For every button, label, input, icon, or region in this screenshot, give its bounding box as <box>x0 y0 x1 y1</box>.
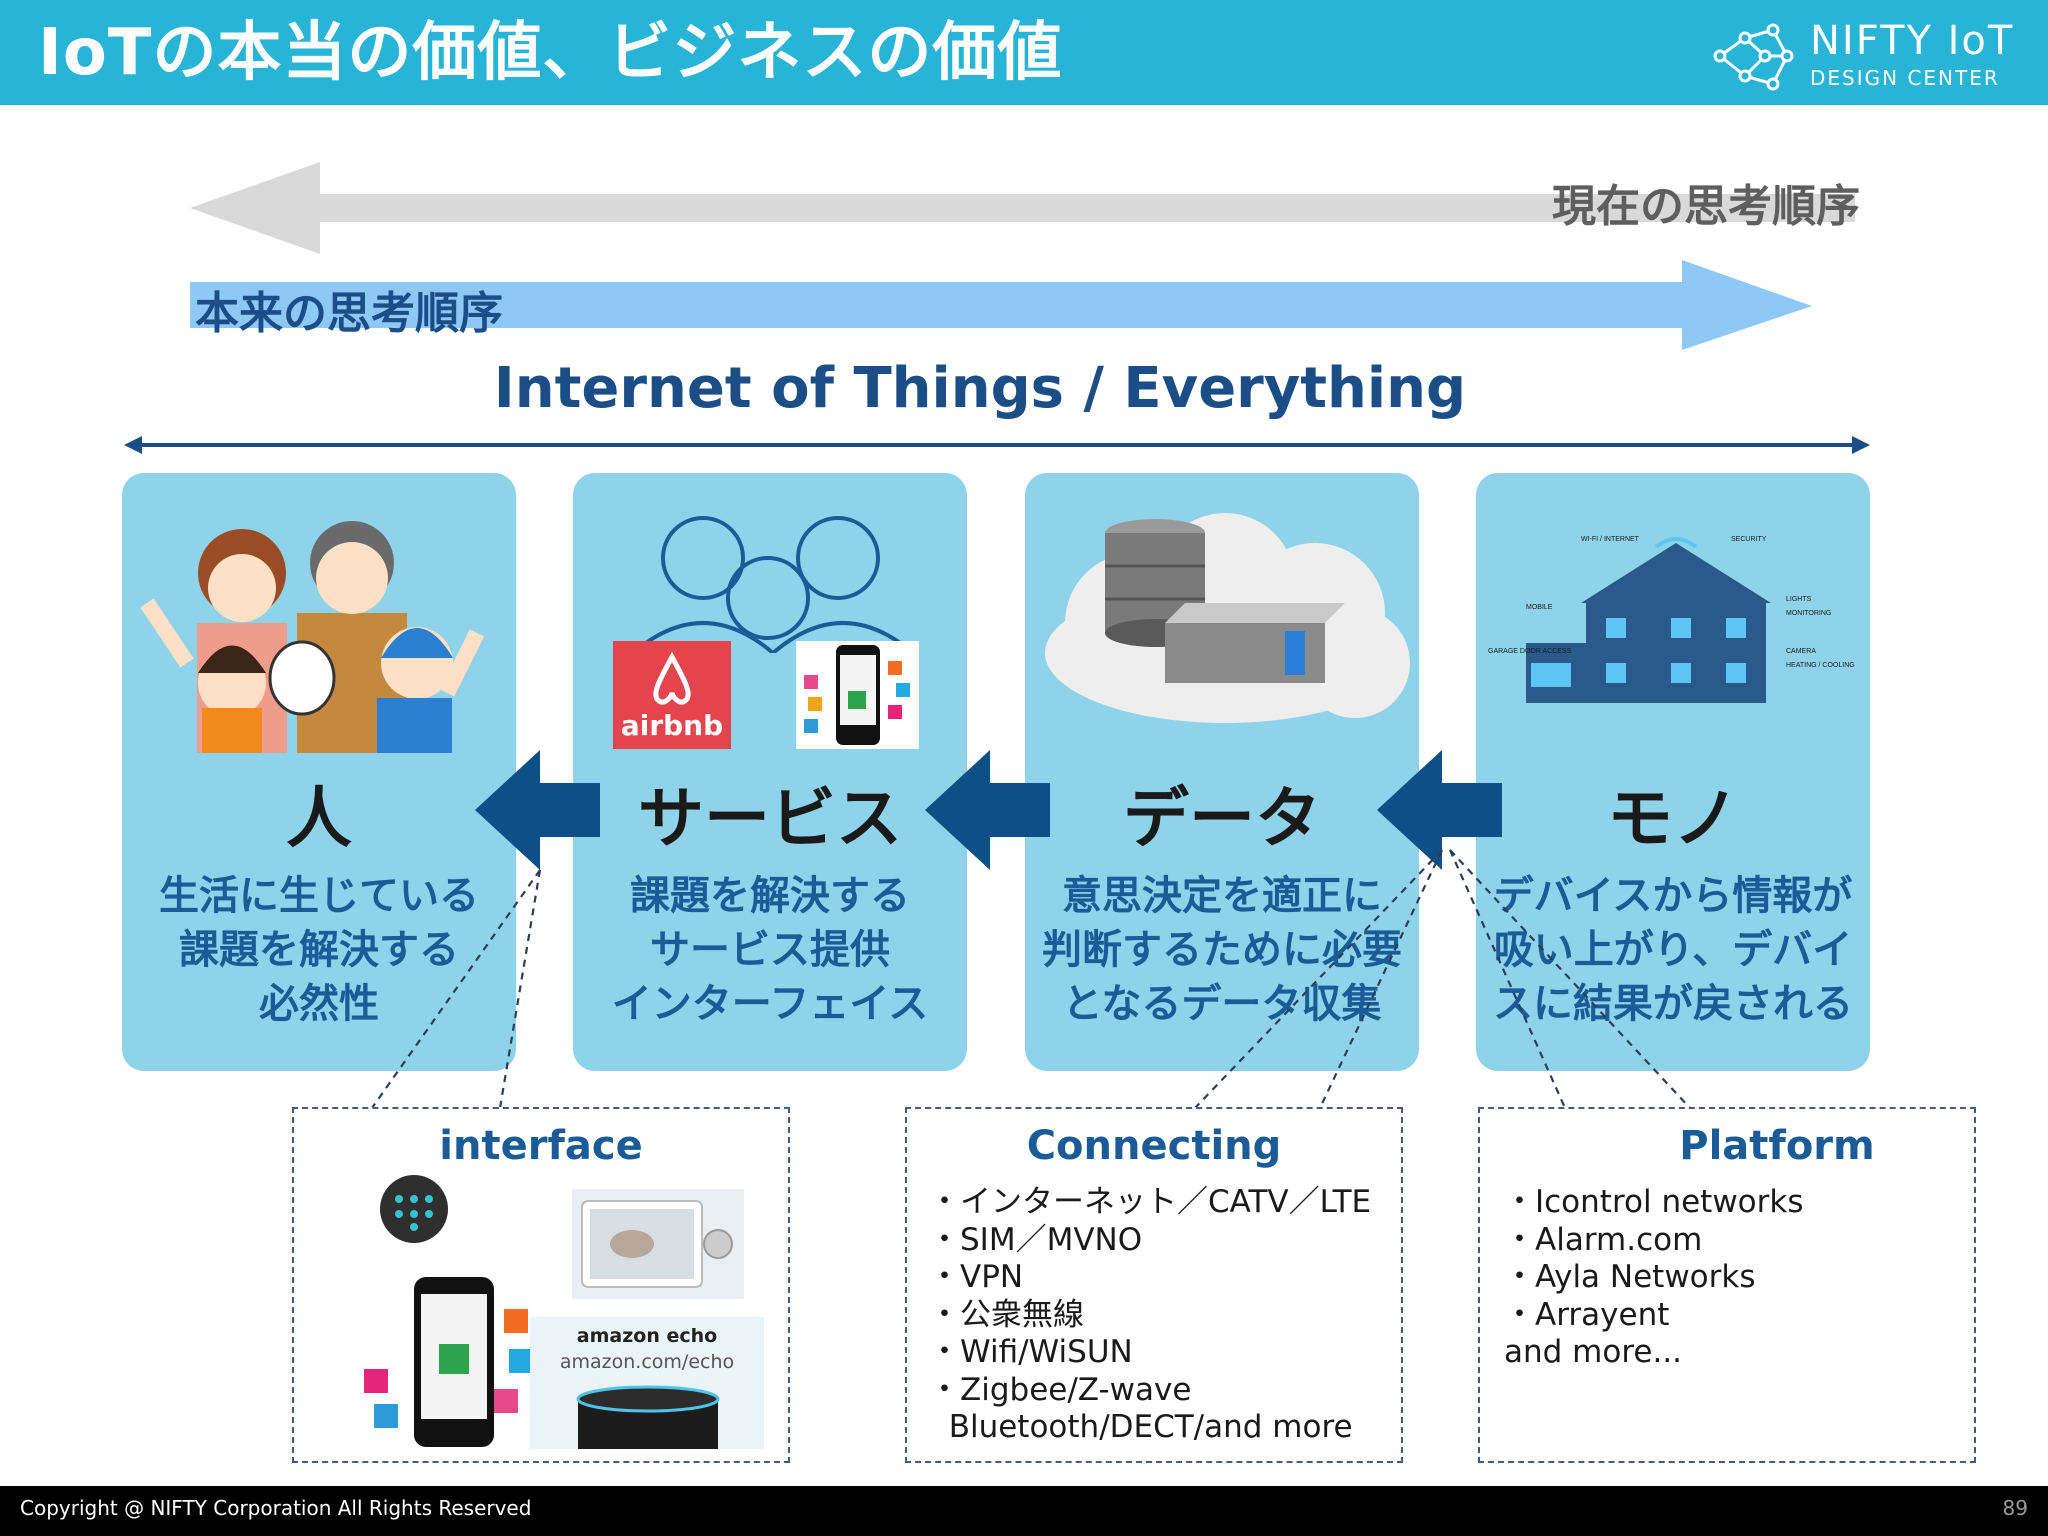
list-item: ・Wifi/WiSUN <box>929 1334 1133 1370</box>
header-bar: IoTの本当の価値、ビジネスの価値 NIFTY IoT DESIGN CENTE… <box>0 0 2048 105</box>
flow-arrows <box>124 162 1870 454</box>
footer-bar: Copyright @ NIFTY Corporation All Rights… <box>0 1486 2048 1536</box>
svg-text:CAMERA: CAMERA <box>1786 648 1816 655</box>
box-title: interface <box>439 1123 643 1169</box>
card-title: サービス <box>638 780 902 857</box>
cloud-server-illustration <box>1045 513 1410 723</box>
card-things: WI-FI / INTERNET SECURITY MOBILE LIGHTS … <box>1476 473 1870 1071</box>
card-data: データ 意思決定を適正に判断するために必要となるデータ収集 <box>1025 473 1419 1071</box>
baby-monitor-image <box>572 1189 744 1299</box>
list-item: ・Zigbee/Z-wave <box>929 1371 1192 1408</box>
box-title: Platform <box>1679 1123 1875 1169</box>
card-service: airbnb サービス 課題を解決するサービス提供インターフェイス <box>573 473 967 1071</box>
card-description: デバイスから情報が吸い上がり、デバイスに結果が戻される <box>1493 873 1853 1027</box>
card-title: 人 <box>286 780 352 857</box>
iot-scope-line <box>124 436 1870 454</box>
dashed-connectors <box>371 849 1691 1109</box>
users-outline-illustration <box>631 516 915 653</box>
arrow-data-to-service <box>925 750 1050 870</box>
ideal-order-label: 本来の思考順序 <box>195 288 503 339</box>
svg-text:MONITORING: MONITORING <box>1786 610 1831 617</box>
svg-text:WI-FI / INTERNET: WI-FI / INTERNET <box>1581 536 1640 543</box>
list-item: Bluetooth/DECT/and more <box>929 1409 1353 1445</box>
box-title: Connecting <box>1026 1123 1282 1169</box>
arrow-things-to-data <box>1377 750 1502 870</box>
platform-box: Platform ・Icontrol networks ・Alarm.com ・… <box>1478 1107 1976 1463</box>
card-title: データ <box>1123 780 1321 857</box>
card-description: 課題を解決するサービス提供インターフェイス <box>611 873 929 1027</box>
nifty-iot-logo: NIFTY IoT DESIGN CENTER <box>1705 10 2025 95</box>
card-title: モノ <box>1607 780 1739 857</box>
echo-url: amazon.com/echo <box>559 1351 735 1373</box>
list-item: ・Arrayent <box>1504 1296 1670 1333</box>
svg-text:GARAGE DOOR ACCESS: GARAGE DOOR ACCESS <box>1488 648 1572 655</box>
amazon-echo-image: amazon echo amazon.com/echo <box>530 1317 764 1449</box>
svg-text:LIGHTS: LIGHTS <box>1786 596 1812 603</box>
card-people: 人 生活に生じている課題を解決する必然性 <box>122 473 516 1071</box>
slide-title: IoTの本当の価値、ビジネスの価値 <box>38 16 1063 90</box>
airbnb-logo: airbnb <box>613 641 731 749</box>
connecting-list: ・インターネット／CATV／LTE ・SIM／MVNO ・VPN ・公衆無線 ・… <box>929 1184 1371 1447</box>
list-item: ・VPN <box>929 1259 1024 1295</box>
ideal-order-arrow <box>190 260 1812 350</box>
connecting-box: Connecting ・インターネット／CATV／LTE ・SIM／MVNO ・… <box>905 1107 1403 1463</box>
list-item: ・Ayla Networks <box>1504 1259 1756 1295</box>
list-item: ・SIM／MVNO <box>929 1221 1143 1258</box>
list-item: ・Alarm.com <box>1504 1221 1703 1258</box>
arrow-service-to-people <box>475 750 600 870</box>
smartphone-apps-image <box>796 641 919 749</box>
copyright-text: Copyright @ NIFTY Corporation All Rights… <box>20 1496 532 1520</box>
family-illustration <box>140 521 485 753</box>
list-item: and more... <box>1504 1334 1683 1370</box>
smartphone-apps-icon <box>804 645 910 745</box>
logo-text-main: NIFTY IoT <box>1810 18 2015 64</box>
echo-brand: amazon echo <box>576 1325 718 1347</box>
devices-illustration <box>364 1175 533 1447</box>
interface-box: interface amazon echo amazon.com/echo <box>292 1107 790 1463</box>
page-number: 89 <box>2002 1496 2028 1520</box>
logo-text-sub: DESIGN CENTER <box>1810 66 2000 90</box>
svg-text:SECURITY: SECURITY <box>1731 536 1767 543</box>
iot-title: Internet of Things / Everything <box>493 356 1467 421</box>
list-item: ・インターネット／CATV／LTE <box>929 1184 1372 1220</box>
echo-speaker-icon <box>576 1385 720 1449</box>
platform-list: ・Icontrol networks ・Alarm.com ・Ayla Netw… <box>1504 1184 1804 1372</box>
list-item: ・公衆無線 <box>929 1296 1084 1333</box>
network-icon <box>1713 23 1794 91</box>
card-description: 意思決定を適正に判断するために必要となるデータ収集 <box>1042 873 1402 1027</box>
card-description: 生活に生じている課題を解決する必然性 <box>159 873 479 1027</box>
svg-text:HEATING / COOLING: HEATING / COOLING <box>1786 662 1855 669</box>
current-order-arrow <box>190 162 1855 254</box>
smart-home-illustration: WI-FI / INTERNET SECURITY MOBILE LIGHTS … <box>1488 536 1855 703</box>
airbnb-wordmark: airbnb <box>620 709 724 742</box>
current-order-label: 現在の思考順序 <box>1552 181 1860 232</box>
list-item: ・Icontrol networks <box>1504 1184 1804 1220</box>
svg-text:MOBILE: MOBILE <box>1526 604 1553 611</box>
airbnb-icon <box>653 651 691 705</box>
